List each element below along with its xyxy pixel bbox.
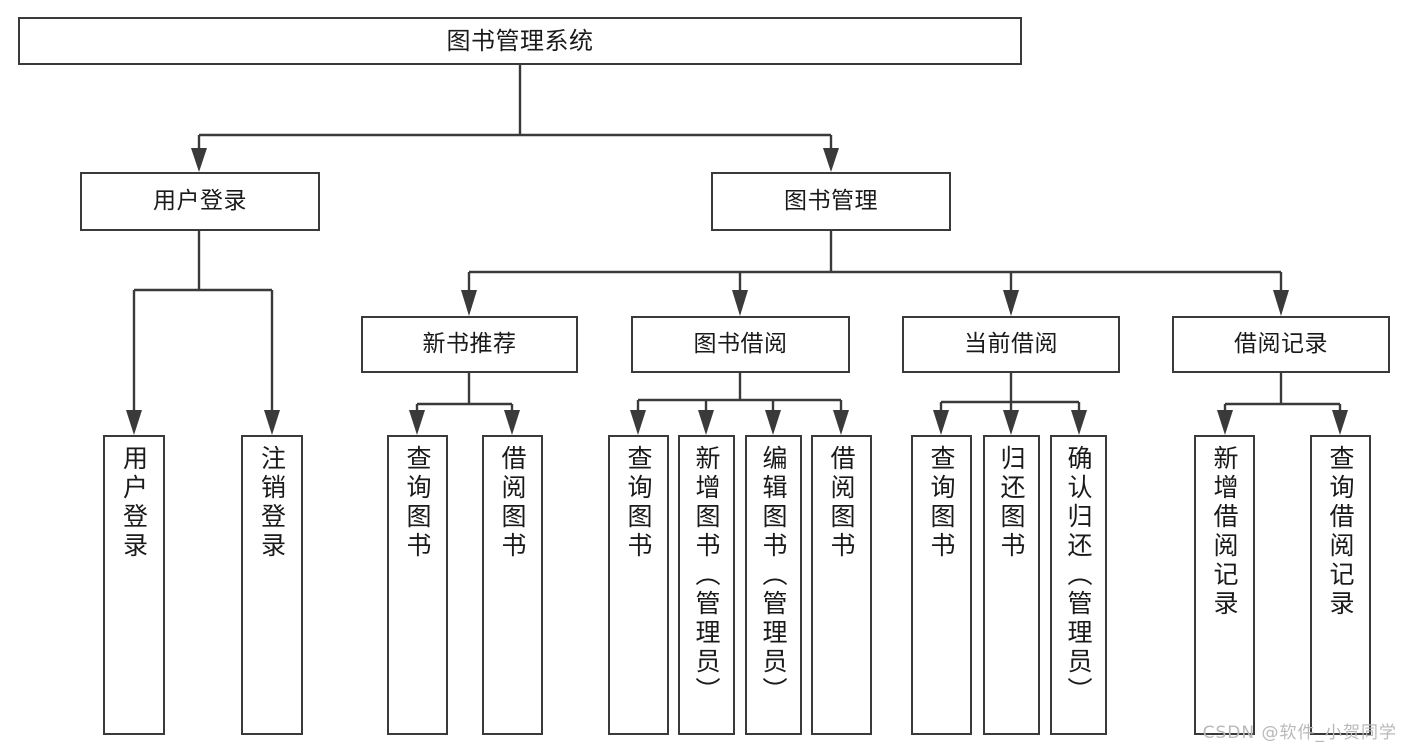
arrow-userlogin-leaf2 (264, 410, 280, 435)
node-user-login[interactable]: 用户登录 (80, 172, 320, 231)
arrow-bookmanage-c1 (461, 290, 477, 316)
node-leaf-current-confirm-return[interactable]: 确认归还（管理员） (1050, 435, 1107, 735)
node-root-label: 图书管理系统 (446, 26, 594, 55)
node-leaf-borrow-edit-book[interactable]: 编辑图书（管理员） (745, 435, 802, 735)
node-current-borrow-label: 当前借阅 (964, 330, 1058, 357)
node-leaf-record-query-label: 查询借阅记录 (1326, 445, 1355, 619)
arrow-borrow-l1 (630, 410, 646, 435)
node-borrow-record[interactable]: 借阅记录 (1172, 316, 1390, 373)
node-book-manage[interactable]: 图书管理 (711, 172, 951, 231)
arrow-borrow-l4 (833, 410, 849, 435)
node-leaf-current-return-book-label: 归还图书 (997, 445, 1026, 561)
arrow-root-to-bookmanage (823, 148, 839, 172)
arrow-current-l1 (933, 410, 949, 435)
node-current-borrow[interactable]: 当前借阅 (902, 316, 1120, 373)
arrow-bookmanage-c3 (1003, 290, 1019, 316)
node-leaf-user-login-label: 用户登录 (119, 445, 149, 561)
node-new-book-recommend[interactable]: 新书推荐 (361, 316, 578, 373)
node-leaf-current-confirm-return-label: 确认归还（管理员） (1064, 445, 1093, 706)
node-leaf-borrow-borrow-book[interactable]: 借阅图书 (811, 435, 872, 735)
arrow-current-l2 (1003, 410, 1019, 435)
node-user-login-label: 用户登录 (153, 187, 247, 214)
arrow-recommend-l1 (409, 410, 425, 435)
node-leaf-borrow-edit-book-label: 编辑图书（管理员） (759, 445, 788, 706)
node-borrow-record-label: 借阅记录 (1234, 330, 1328, 357)
node-new-book-recommend-label: 新书推荐 (422, 330, 517, 357)
node-leaf-borrow-add-book[interactable]: 新增图书（管理员） (678, 435, 735, 735)
node-leaf-logout[interactable]: 注销登录 (241, 435, 303, 735)
arrow-borrow-l3 (765, 410, 781, 435)
node-leaf-borrow-add-book-label: 新增图书（管理员） (692, 445, 721, 706)
arrow-userlogin-leaf1 (126, 410, 142, 435)
node-book-borrow[interactable]: 图书借阅 (631, 316, 850, 373)
arrow-record-l1 (1217, 410, 1233, 435)
arrow-bookmanage-c4 (1273, 290, 1289, 316)
arrow-root-to-userlogin (191, 148, 207, 172)
node-leaf-borrow-query-book-label: 查询图书 (624, 445, 653, 561)
node-leaf-current-query-book-label: 查询图书 (927, 445, 956, 561)
node-leaf-record-add-label: 新增借阅记录 (1210, 445, 1239, 619)
arrow-record-l2 (1332, 410, 1348, 435)
node-leaf-current-return-book[interactable]: 归还图书 (983, 435, 1040, 735)
node-leaf-recommend-query-book-label: 查询图书 (403, 445, 432, 561)
node-root[interactable]: 图书管理系统 (18, 17, 1022, 65)
node-leaf-recommend-borrow-book-label: 借阅图书 (498, 445, 527, 561)
arrow-current-l3 (1071, 410, 1087, 435)
arrow-recommend-l2 (504, 410, 520, 435)
node-leaf-record-query[interactable]: 查询借阅记录 (1310, 435, 1371, 735)
arrow-bookmanage-c2 (732, 290, 748, 316)
node-book-borrow-label: 图书借阅 (693, 330, 788, 357)
node-leaf-logout-label: 注销登录 (257, 445, 287, 561)
arrow-borrow-l2 (698, 410, 714, 435)
node-leaf-recommend-query-book[interactable]: 查询图书 (387, 435, 448, 735)
node-leaf-record-add[interactable]: 新增借阅记录 (1194, 435, 1255, 735)
node-book-manage-label: 图书管理 (784, 187, 878, 214)
node-leaf-borrow-query-book[interactable]: 查询图书 (608, 435, 669, 735)
node-leaf-user-login[interactable]: 用户登录 (103, 435, 165, 735)
node-leaf-current-query-book[interactable]: 查询图书 (911, 435, 972, 735)
node-leaf-recommend-borrow-book[interactable]: 借阅图书 (482, 435, 543, 735)
node-leaf-borrow-borrow-book-label: 借阅图书 (827, 445, 856, 561)
